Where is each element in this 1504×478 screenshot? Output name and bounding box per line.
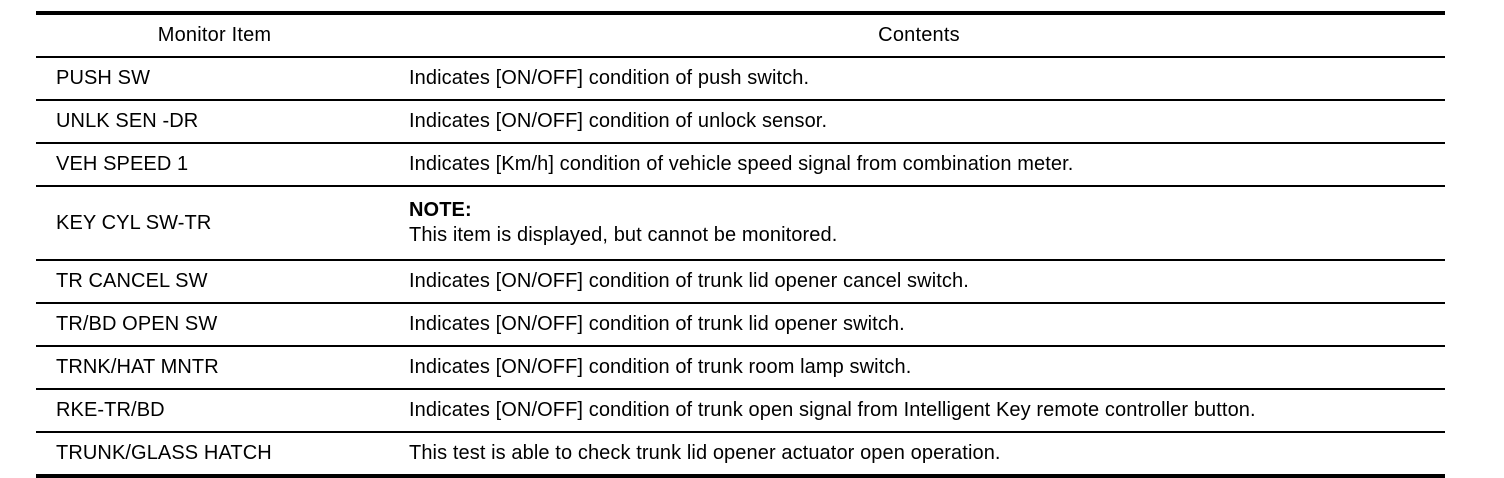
table-header-row: Monitor Item Contents (36, 13, 1445, 58)
monitor-item-cell: UNLK SEN -DR (36, 100, 393, 144)
monitor-item-label: PUSH SW (56, 67, 151, 89)
contents-text: Indicates [Km/h] condition of vehicle sp… (409, 153, 1074, 175)
monitor-item-label: TR CANCEL SW (56, 270, 208, 292)
monitor-item-label: TRNK/HAT MNTR (56, 356, 219, 378)
table-row: VEH SPEED 1 Indicates [Km/h] condition o… (36, 143, 1445, 187)
monitor-item-cell: PUSH SW (36, 57, 393, 101)
monitor-item-label: RKE-TR/BD (56, 399, 165, 421)
monitor-item-cell: TRUNK/GLASS HATCH (36, 432, 393, 477)
table-row: PUSH SW Indicates [ON/OFF] condition of … (36, 57, 1445, 101)
column-header-contents: Contents (393, 13, 1445, 58)
contents-cell: Indicates [ON/OFF] condition of trunk op… (393, 389, 1445, 433)
monitor-item-contents-table: Monitor Item Contents PUSH SW Indicates … (36, 9, 1445, 478)
contents-text: Indicates [ON/OFF] condition of trunk op… (409, 399, 1256, 421)
contents-cell: Indicates [ON/OFF] condition of trunk li… (393, 260, 1445, 304)
table-row: RKE-TR/BD Indicates [ON/OFF] condition o… (36, 389, 1445, 433)
table-row: TRNK/HAT MNTR Indicates [ON/OFF] conditi… (36, 346, 1445, 390)
monitor-item-label: UNLK SEN -DR (56, 110, 199, 132)
table-row: TR/BD OPEN SW Indicates [ON/OFF] conditi… (36, 303, 1445, 347)
note-body: This item is displayed, but cannot be mo… (409, 224, 838, 246)
contents-text: Indicates [ON/OFF] condition of push swi… (409, 67, 810, 89)
monitor-item-label: KEY CYL SW-TR (56, 211, 212, 234)
table-row: TR CANCEL SW Indicates [ON/OFF] conditio… (36, 260, 1445, 304)
table-row: UNLK SEN -DR Indicates [ON/OFF] conditio… (36, 100, 1445, 144)
contents-cell: Indicates [Km/h] condition of vehicle sp… (393, 143, 1445, 187)
monitor-item-label: VEH SPEED 1 (56, 153, 189, 175)
contents-cell: Indicates [ON/OFF] condition of trunk li… (393, 303, 1445, 347)
monitor-item-cell: TR/BD OPEN SW (36, 303, 393, 347)
monitor-item-cell: TRNK/HAT MNTR (36, 346, 393, 390)
contents-text: Indicates [ON/OFF] condition of trunk ro… (409, 356, 912, 378)
contents-cell: NOTE: This item is displayed, but cannot… (393, 186, 1445, 261)
contents-cell: Indicates [ON/OFF] condition of trunk ro… (393, 346, 1445, 390)
contents-text: Indicates [ON/OFF] condition of unlock s… (409, 110, 828, 132)
monitor-item-cell: KEY CYL SW-TR (36, 186, 393, 261)
table-row: TRUNK/GLASS HATCH This test is able to c… (36, 432, 1445, 477)
contents-cell: Indicates [ON/OFF] condition of unlock s… (393, 100, 1445, 144)
contents-text: This test is able to check trunk lid ope… (409, 442, 1001, 464)
column-header-monitor-item: Monitor Item (36, 13, 393, 58)
contents-cell: Indicates [ON/OFF] condition of push swi… (393, 57, 1445, 101)
contents-text: Indicates [ON/OFF] condition of trunk li… (409, 313, 905, 335)
monitor-item-cell: TR CANCEL SW (36, 260, 393, 304)
contents-cell: This test is able to check trunk lid ope… (393, 432, 1445, 477)
table-row: KEY CYL SW-TR NOTE: This item is display… (36, 186, 1445, 261)
monitor-item-label: TRUNK/GLASS HATCH (56, 442, 272, 464)
monitor-item-cell: VEH SPEED 1 (36, 143, 393, 187)
note-title: NOTE: (409, 199, 472, 221)
note-block: NOTE: This item is displayed, but cannot… (393, 198, 1445, 248)
contents-text: Indicates [ON/OFF] condition of trunk li… (409, 270, 969, 292)
monitor-item-label: TR/BD OPEN SW (56, 313, 218, 335)
monitor-item-cell: RKE-TR/BD (36, 389, 393, 433)
